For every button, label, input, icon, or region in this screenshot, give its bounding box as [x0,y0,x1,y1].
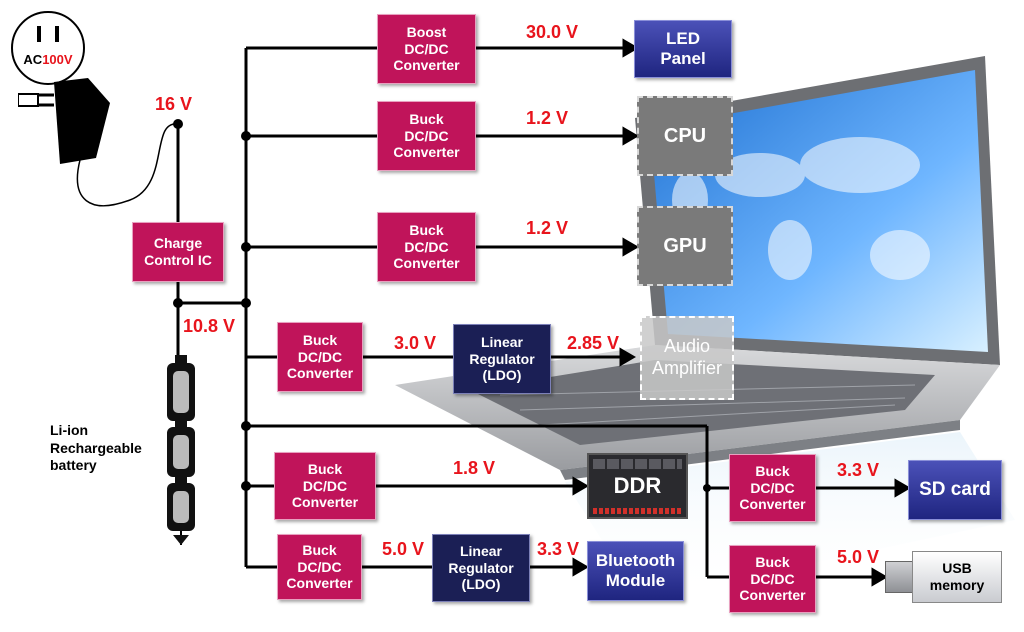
ac-adapter-icon [18,78,110,164]
voltage-audio-mid: 3.0 V [394,333,437,353]
voltage-led: 30.0 V [526,22,579,42]
voltage-ddr: 1.8 V [453,458,496,478]
battery-voltage-label: 10.8 V [183,316,236,336]
ddr-module: DDR [587,453,688,519]
voltage-bt-mid: 5.0 V [382,539,425,559]
voltage-gpu: 1.2 V [526,218,569,238]
input-voltage-label: 16 V [155,94,193,114]
voltage-usb: 5.0 V [837,547,880,567]
voltage-audio-out: 2.85 V [567,333,620,353]
voltage-cpu: 1.2 V [526,108,569,128]
cpu-chip: CPU [637,96,733,176]
usb-connector [885,561,913,593]
sd-card: SD card [908,460,1002,520]
ac-outlet-label: AC100V [23,52,73,67]
voltage-bt-out: 3.3 V [537,539,580,559]
battery-icon [167,355,195,545]
ddr-chip-strip [593,459,682,469]
gpu-chip: GPU [637,206,733,286]
battery-label: Li-ion Rechargeable battery [50,422,142,473]
ac-outlet-icon [11,11,85,85]
ddr-pins [593,508,682,514]
ddr-label: DDR [613,473,662,498]
voltage-sd: 3.3 V [837,460,880,480]
